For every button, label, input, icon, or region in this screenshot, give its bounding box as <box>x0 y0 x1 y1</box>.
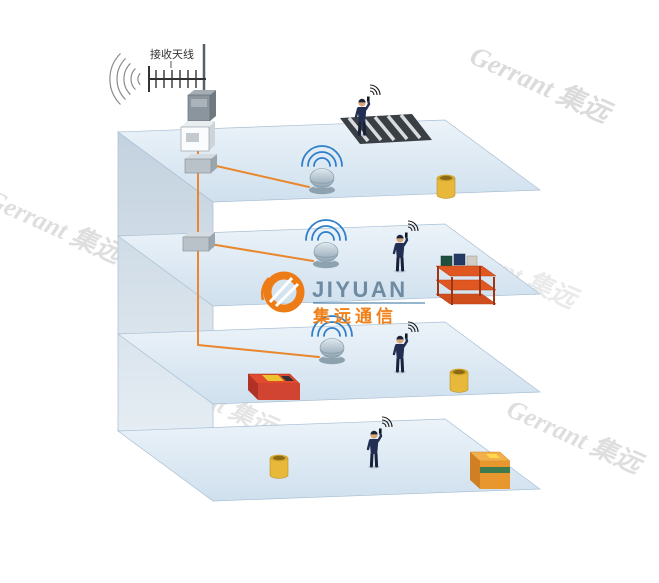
logo: JIYUAN 集远通信 <box>260 271 425 326</box>
watermark: Gerrant 集远 <box>503 394 649 480</box>
watermark-text: Gerrant 集远 <box>503 394 649 480</box>
distribution-box-floor1 <box>184 154 217 174</box>
yagi-antenna <box>148 66 206 92</box>
mat-stripes <box>347 113 422 143</box>
cable-floor2 <box>209 243 314 262</box>
ceiling-antenna <box>305 219 347 269</box>
person-with-radio <box>392 220 419 273</box>
handheld-radio <box>367 96 370 101</box>
handheld-radio <box>405 232 408 237</box>
trash-bin <box>269 454 289 479</box>
wifi-signal-icon <box>407 220 419 232</box>
logo-subtitle: 集远通信 <box>312 306 397 326</box>
junction-box <box>180 121 215 152</box>
broadcast-arcs-icon <box>301 145 343 167</box>
watermark-text: Gerrant 集远 <box>466 40 617 129</box>
cable-floor3 <box>197 250 320 358</box>
storage-shelf <box>435 253 497 305</box>
handheld-radio <box>379 428 382 433</box>
wifi-signal-icon <box>381 416 393 428</box>
receiving-antenna: 接收天线 <box>109 44 216 152</box>
person-with-radio <box>366 416 393 469</box>
trash-bin <box>436 174 456 199</box>
watermark-text: Gerrant 集远 <box>0 184 128 270</box>
cable-floor1 <box>211 164 310 188</box>
distribution-box-floor2 <box>182 232 215 252</box>
logo-swirl-icon <box>260 271 305 313</box>
ceiling-antenna <box>311 315 353 365</box>
person-with-radio <box>392 321 419 374</box>
person-with-radio <box>354 84 381 137</box>
shelf-posts <box>437 266 495 305</box>
wifi-signal-icon <box>369 84 381 96</box>
trash-bin <box>449 368 469 393</box>
watermark: Gerrant 集远 <box>0 184 128 270</box>
wifi-signal-icon <box>407 321 419 333</box>
ceiling-antenna <box>301 145 343 195</box>
radio-signal-arcs-icon <box>109 53 141 105</box>
control-machine <box>247 373 301 400</box>
logo-name: JIYUAN <box>312 277 408 302</box>
floor-plane-4 <box>116 418 542 502</box>
antenna-label: 接收天线 <box>150 47 194 61</box>
broadcast-arcs-icon <box>311 315 353 337</box>
handheld-radio <box>405 333 408 338</box>
watermark: Gerrant 集远 <box>466 40 617 129</box>
amplifier-box <box>187 90 216 122</box>
broadcast-arcs-icon <box>305 219 347 241</box>
storage-cabinet <box>469 451 511 489</box>
